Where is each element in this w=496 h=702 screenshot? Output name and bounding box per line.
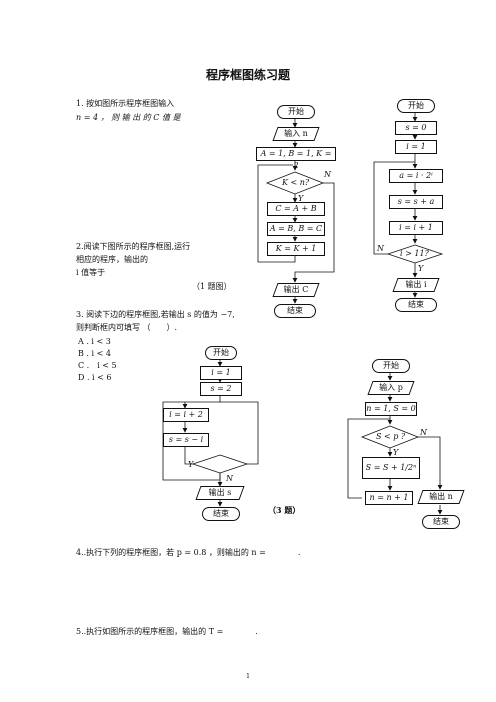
q3-option-c: C . i < 5: [78, 361, 117, 370]
fc2-a: a = i · 2ⁱ: [389, 169, 443, 183]
fc1-no: N: [324, 170, 331, 179]
fc4-no: N: [420, 428, 427, 437]
q1-line2: n = 4 ， 则 输 出 的 C 值 是: [76, 113, 181, 122]
fc1-output: 输出 C: [272, 283, 320, 297]
fc1-init: A = 1, B = 1, K = 2: [256, 147, 336, 170]
fc4-start: 开始: [372, 359, 410, 373]
fc2-yes: Y: [418, 264, 424, 273]
q2-line1: 2.阅读下图所示的程序框图,运行: [76, 242, 191, 251]
fc4-cond: S < p ?: [376, 432, 406, 441]
fc2-inc: i = i + 1: [389, 221, 443, 235]
fc2-end: 结束: [395, 298, 437, 312]
fc1-cond: K < n?: [282, 178, 310, 187]
fc4-output: 输出 n: [417, 490, 465, 504]
q3-line2: 则判断框内可填写 （ ）.: [76, 323, 178, 332]
fc1-yes: Y: [298, 194, 304, 203]
fc2-output: 输出 i: [392, 278, 440, 292]
fc4-input: 输入 p: [367, 381, 415, 395]
fc3-inc: i = i + 2: [163, 408, 209, 422]
fc1-input: 输入 n: [272, 127, 320, 141]
q4-text: 4..执行下列的程序框图，若 p = 0.8 ，则输出的 n = .: [76, 548, 301, 557]
fc4-end: 结束: [422, 515, 460, 529]
fc1-end: 结束: [274, 304, 316, 318]
fc4-body: S = S + 1/2ⁿ: [362, 457, 420, 479]
page-title: 程序框图练习题: [205, 68, 290, 82]
fc2-s0: s = 0: [395, 121, 437, 135]
fc2-cond: i > 11?: [400, 249, 429, 258]
fc3-sub: s = s − i: [163, 433, 209, 447]
fc1-step1: C = A + B: [267, 202, 325, 216]
fc4-yes: Y: [393, 448, 399, 457]
fc3-end: 结束: [202, 507, 240, 521]
q3-caption: （3 题）: [268, 505, 301, 515]
q3-option-a: A . i < 3: [78, 337, 111, 346]
q5-text: 5..执行如图所示的程序框图，输出的 T = .: [76, 627, 258, 636]
fc1-step2: A = B, B = C: [267, 222, 325, 236]
fc4-init: n = 1, S = 0: [365, 402, 417, 416]
fc3-no: N: [226, 474, 233, 483]
q1-line1: 1. 按如图所示程序框图输入: [76, 99, 175, 108]
fc3-output: 输出 s: [195, 486, 245, 500]
fc2-i1: i = 1: [395, 140, 437, 154]
q3-option-b: B . i < 4: [78, 349, 111, 358]
fc1-start: 开始: [277, 105, 315, 119]
fc1-step3: K = K + 1: [267, 242, 325, 256]
q2-line3: i 值等于: [76, 268, 106, 277]
fc3-s: s = 2: [200, 382, 242, 396]
fc2-start: 开始: [397, 99, 435, 113]
page-number: 1: [246, 673, 250, 680]
q3-line1: 3. 阅读下边的程序框图,若输出 s 的值为 −7,: [76, 310, 235, 319]
fc3-start: 开始: [205, 346, 237, 360]
q3-option-d: D . i < 6: [78, 373, 112, 382]
fc4-inc: n = n + 1: [365, 491, 413, 505]
fc3-i: i = 1: [200, 366, 242, 380]
fc2-sum: s = s + a: [389, 195, 443, 209]
fc2-no: N: [377, 244, 384, 253]
fc3-yes: Y: [188, 460, 194, 469]
q2-line2: 相应的程序，输出的: [76, 255, 148, 264]
q1-caption: （1 题图）: [192, 282, 232, 291]
